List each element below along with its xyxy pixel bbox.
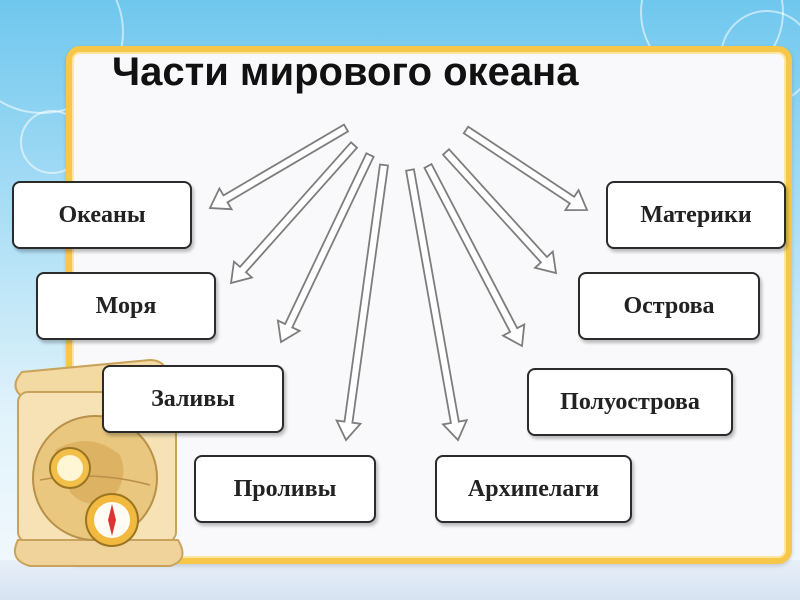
node-label: Полуострова — [560, 389, 700, 416]
node-oceans: Океаны — [12, 181, 192, 249]
node-peninsulas: Полуострова — [527, 368, 733, 436]
node-label: Материки — [640, 202, 751, 229]
node-label: Проливы — [234, 476, 337, 503]
node-continents: Материки — [606, 181, 786, 249]
node-seas: Моря — [36, 272, 216, 340]
arrow-to-islands — [443, 149, 556, 273]
node-label: Заливы — [151, 386, 235, 413]
node-islands: Острова — [578, 272, 760, 340]
diagram-title: Части мирового океана — [112, 50, 692, 95]
node-label: Океаны — [58, 202, 145, 229]
node-label: Острова — [623, 293, 714, 320]
node-label: Архипелаги — [468, 476, 599, 503]
arrow-to-oceans — [210, 125, 348, 210]
node-label: Моря — [96, 293, 157, 320]
node-gulfs: Заливы — [102, 365, 284, 433]
arrow-to-archipelagos — [406, 169, 467, 440]
node-straits: Проливы — [194, 455, 376, 523]
node-archipelagos: Архипелаги — [435, 455, 632, 523]
